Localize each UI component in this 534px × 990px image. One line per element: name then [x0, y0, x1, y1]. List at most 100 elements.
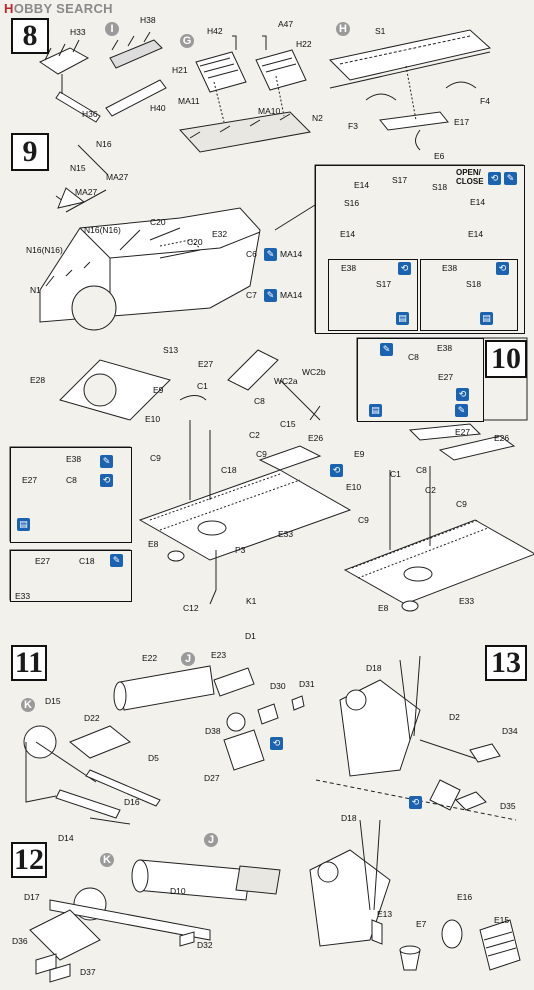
part-label: S1 [375, 26, 386, 36]
part-label: WC2a [274, 376, 298, 386]
step-10-number: 10 [485, 340, 527, 378]
part-label: N2 [312, 113, 323, 123]
part-label: D36 [12, 936, 28, 946]
option-icon: ⟲ [100, 474, 113, 487]
step-11-number: 11 [11, 645, 47, 681]
part-label: D10 [170, 886, 186, 896]
step-9-number: 9 [11, 133, 49, 171]
paint-icon: ✎ [455, 404, 468, 417]
part-label: D22 [84, 713, 100, 723]
part-label: C12 [183, 603, 199, 613]
open-close-title: OPEN/ CLOSE [456, 168, 484, 186]
part-label: H36 [82, 109, 98, 119]
part-label: D27 [204, 773, 220, 783]
part-label: N16(N16) [84, 225, 121, 235]
part-label: H33 [70, 27, 86, 37]
part-label: S17 [376, 279, 392, 289]
part-label: MA27 [75, 187, 98, 197]
part-label: C8 [66, 475, 77, 485]
part-label: C6 [246, 249, 257, 259]
subassembly-k-marker: K [21, 698, 35, 712]
part-label: E7 [416, 919, 427, 929]
part-label: C9 [456, 499, 467, 509]
part-label: E26 [308, 433, 324, 443]
part-label: E8 [148, 539, 159, 549]
subassembly-i-marker: I [105, 22, 119, 36]
part-label: E9 [354, 449, 365, 459]
part-label: H42 [207, 26, 223, 36]
part-label: N16(N16) [26, 245, 63, 255]
brand-logo: HOBBY SEARCH [4, 1, 113, 16]
part-label: D34 [502, 726, 518, 736]
part-label: H22 [296, 39, 312, 49]
part-label: D16 [124, 797, 140, 807]
part-label: C8 [254, 396, 265, 406]
part-label: C1 [197, 381, 208, 391]
part-label: E14 [470, 197, 486, 207]
subassembly-j-marker-step12: J [204, 833, 218, 847]
paint-icon: ▤ [369, 404, 382, 417]
step-8-number: 8 [11, 18, 49, 54]
part-label: WC2b [302, 367, 326, 377]
paint-icon: ✎ [100, 455, 113, 468]
part-label: E27 [198, 359, 214, 369]
part-label: E15 [494, 915, 510, 925]
part-label: S17 [392, 175, 408, 185]
part-label: D17 [24, 892, 40, 902]
part-label: E38 [66, 454, 82, 464]
part-label: E14 [340, 229, 356, 239]
part-label: H21 [172, 65, 188, 75]
part-label: D37 [80, 967, 96, 977]
part-label: E26 [494, 433, 510, 443]
option-icon: ⟲ [496, 262, 509, 275]
part-label: E23 [211, 650, 227, 660]
part-label: C8 [408, 352, 419, 362]
paint-icon: ▤ [480, 312, 493, 325]
part-label: E32 [212, 229, 228, 239]
paint-icon: ▤ [396, 312, 409, 325]
part-label: D30 [270, 681, 286, 691]
option-icon: ⟲ [398, 262, 411, 275]
part-label: E14 [354, 180, 370, 190]
subassembly-h-marker: H [336, 22, 350, 36]
part-label: E27 [35, 556, 51, 566]
part-label: E22 [142, 653, 158, 663]
part-label: H40 [150, 103, 166, 113]
part-label: E9 [153, 385, 164, 395]
part-label: C18 [79, 556, 95, 566]
part-label: E33 [459, 596, 475, 606]
part-label: D18 [341, 813, 357, 823]
part-label: D15 [45, 696, 61, 706]
part-label: C9 [358, 515, 369, 525]
part-label: E38 [442, 263, 458, 273]
part-label: C7 [246, 290, 257, 300]
part-label: E17 [454, 117, 470, 127]
part-label: E13 [377, 909, 393, 919]
part-label: MA14 [280, 249, 303, 259]
part-label: D38 [205, 726, 221, 736]
paint-icon: ✎ [110, 554, 123, 567]
part-label: D1 [245, 631, 256, 641]
part-label: S18 [466, 279, 482, 289]
subassembly-g-marker: G [180, 34, 194, 48]
part-label: C9 [256, 449, 267, 459]
part-label: C18 [221, 465, 237, 475]
part-label: S13 [163, 345, 179, 355]
part-label: E8 [378, 603, 389, 613]
part-label: P3 [235, 545, 246, 555]
part-label: E10 [145, 414, 161, 424]
part-label: N1 [30, 285, 41, 295]
part-label: C2 [249, 430, 260, 440]
part-label: F3 [348, 121, 358, 131]
part-label: F4 [480, 96, 490, 106]
part-label: D2 [449, 712, 460, 722]
part-label: E16 [457, 892, 473, 902]
paint-icon: ✎ [504, 172, 517, 185]
part-label: D18 [366, 663, 382, 673]
part-label: C9 [150, 453, 161, 463]
paint-icon: ▤ [17, 518, 30, 531]
part-label: K1 [246, 596, 257, 606]
part-label: D31 [299, 679, 315, 689]
part-label: E33 [15, 591, 31, 601]
part-label: D14 [58, 833, 74, 843]
